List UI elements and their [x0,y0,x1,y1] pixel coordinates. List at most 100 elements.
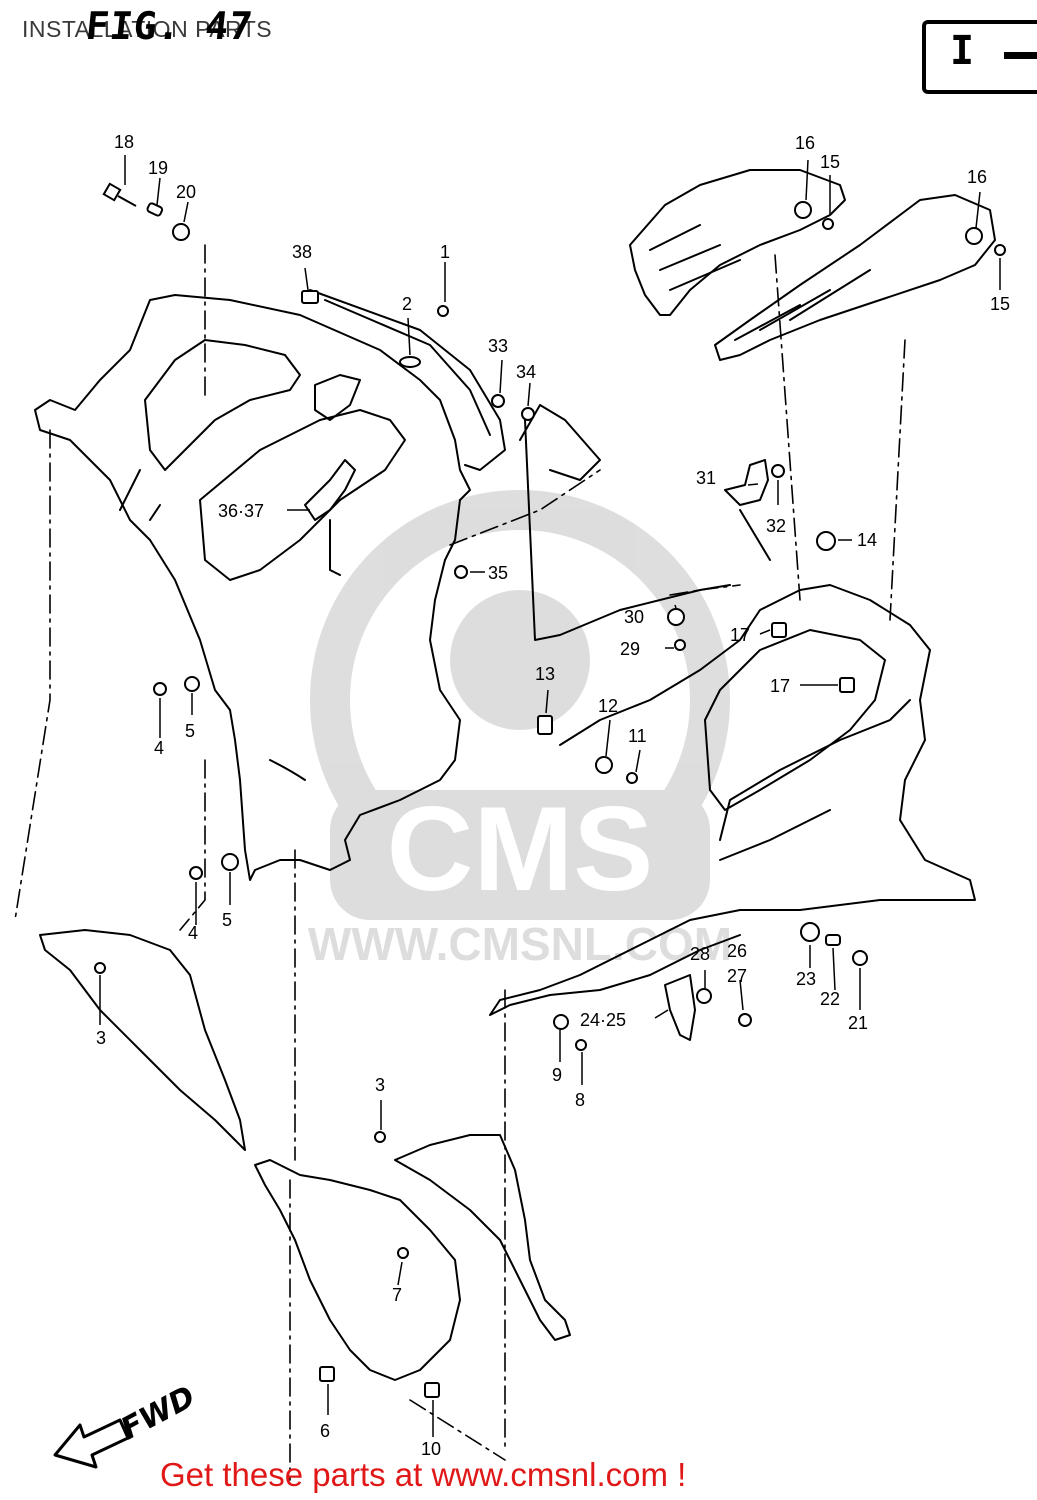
callout-13: 13 [535,664,555,684]
callout-31: 31 [696,468,716,488]
inner-panel-edge [119,469,306,781]
callout-18: 18 [114,132,134,152]
callout-5a: 5 [185,721,195,741]
clip-2-icon [399,356,421,368]
diagram-title: INSTALLATION PARTS [22,16,273,42]
screw-11-icon [626,772,638,784]
watermark-brand: CMS [387,782,654,916]
callout-3a: 3 [96,1028,106,1048]
callout-24-25: 24·25 [580,1010,626,1030]
screw-8-icon [575,1039,587,1051]
grommet-28-icon [696,988,712,1004]
callout-17a: 17 [730,625,750,645]
forward-arrow-icon: FWD [53,1379,201,1469]
callout-12: 12 [598,696,618,716]
callout-11: 11 [628,726,647,746]
callout-15b: 15 [990,294,1010,314]
callout-17b: 17 [770,676,790,696]
bracket-31 [724,459,771,561]
cms-watermark: CMS WWW.CMSNL.COM [308,490,732,970]
callout-33: 33 [488,336,508,356]
top-trim-strip [309,289,506,471]
lower-right-window [704,629,886,811]
clip-35-icon [454,565,468,579]
bolt-18-icon [102,182,137,207]
clip-13-icon [537,715,553,735]
callout-28: 28 [690,944,710,964]
callout-22: 22 [820,989,840,1009]
direction-label: FWD [115,1379,201,1447]
collar-22-icon [825,934,841,946]
callout-32: 32 [766,516,786,536]
duct-grille [649,224,871,341]
bolt-29-icon [674,639,686,651]
callout-16a: 16 [795,133,815,153]
bolt-33-icon [491,394,505,408]
callout-35: 35 [488,563,508,583]
nut-10-icon [424,1382,440,1398]
callout-6: 6 [320,1421,330,1441]
right-air-duct-lower [714,194,996,361]
screw-3b-icon [374,1131,386,1143]
corner-dash [1004,52,1037,59]
callout-4a: 4 [154,738,164,758]
lower-right-inner [719,699,911,861]
grommet-14-icon [816,531,836,551]
callout-7: 7 [392,1285,402,1305]
callout-10: 10 [421,1439,441,1459]
screw-15b-icon [994,244,1006,256]
callout-20: 20 [176,182,196,202]
callout-27: 27 [727,966,747,986]
bracket-36-37 [304,459,356,576]
nut-6-icon [319,1366,335,1382]
watermark-url: WWW.CMSNL.COM [308,918,732,970]
nut-9-icon [553,1014,569,1030]
callout-14: 14 [857,530,877,550]
screw-15a-icon [822,218,834,230]
lower-left-panel [39,929,246,1151]
leader-lines [99,155,1001,1437]
grommet-16a-icon [794,201,812,219]
bolt-21-icon [852,950,868,966]
corner-frame [922,20,1037,94]
nut-17a-icon [771,622,787,638]
callout-4b: 4 [188,923,198,943]
footer-link-text[interactable]: Get these parts at www.cmsnl.com ! [160,1456,687,1493]
bolt-26-27-icon [738,1013,752,1027]
callout-29: 29 [620,639,640,659]
callout-30: 30 [624,607,644,627]
grommet-23-icon [800,922,820,942]
callout-1: 1 [440,242,450,262]
callout-16b: 16 [967,167,987,187]
assembly-guides [14,244,906,1481]
callout-34: 34 [516,362,536,382]
grommet-32-icon [771,464,785,478]
bracket-24-25 [664,974,696,1041]
callout-5b: 5 [222,910,232,930]
callout-3b: 3 [375,1075,385,1095]
clip-38-icon [301,290,319,304]
callout-26: 26 [727,941,747,961]
left-fairing-inner-line [314,374,361,421]
callout-36-37: 36·37 [218,501,264,521]
screw-3a-icon [94,962,106,974]
callout-8: 8 [575,1090,585,1110]
nut-34-icon [521,407,535,421]
grommet-12-icon [595,756,613,774]
screw-7-icon [397,1247,409,1259]
under-cowl-right [394,1134,571,1341]
callout-21: 21 [848,1013,868,1033]
nut-17b-icon [839,677,855,693]
callout-19: 19 [148,158,168,178]
bolt-4a-icon [153,682,167,696]
fasteners [94,182,1006,1398]
callout-numbers: 18 19 20 38 1 2 33 34 36·37 35 4 5 4 5 3… [96,132,1010,1459]
callout-9: 9 [552,1065,562,1085]
callout-15a: 15 [820,152,840,172]
bolt-4b-icon [189,866,203,880]
washer-5b-icon [221,853,239,871]
nut-30-icon [667,608,685,626]
screw-1-icon [437,305,449,317]
right-air-duct-upper [629,169,846,316]
